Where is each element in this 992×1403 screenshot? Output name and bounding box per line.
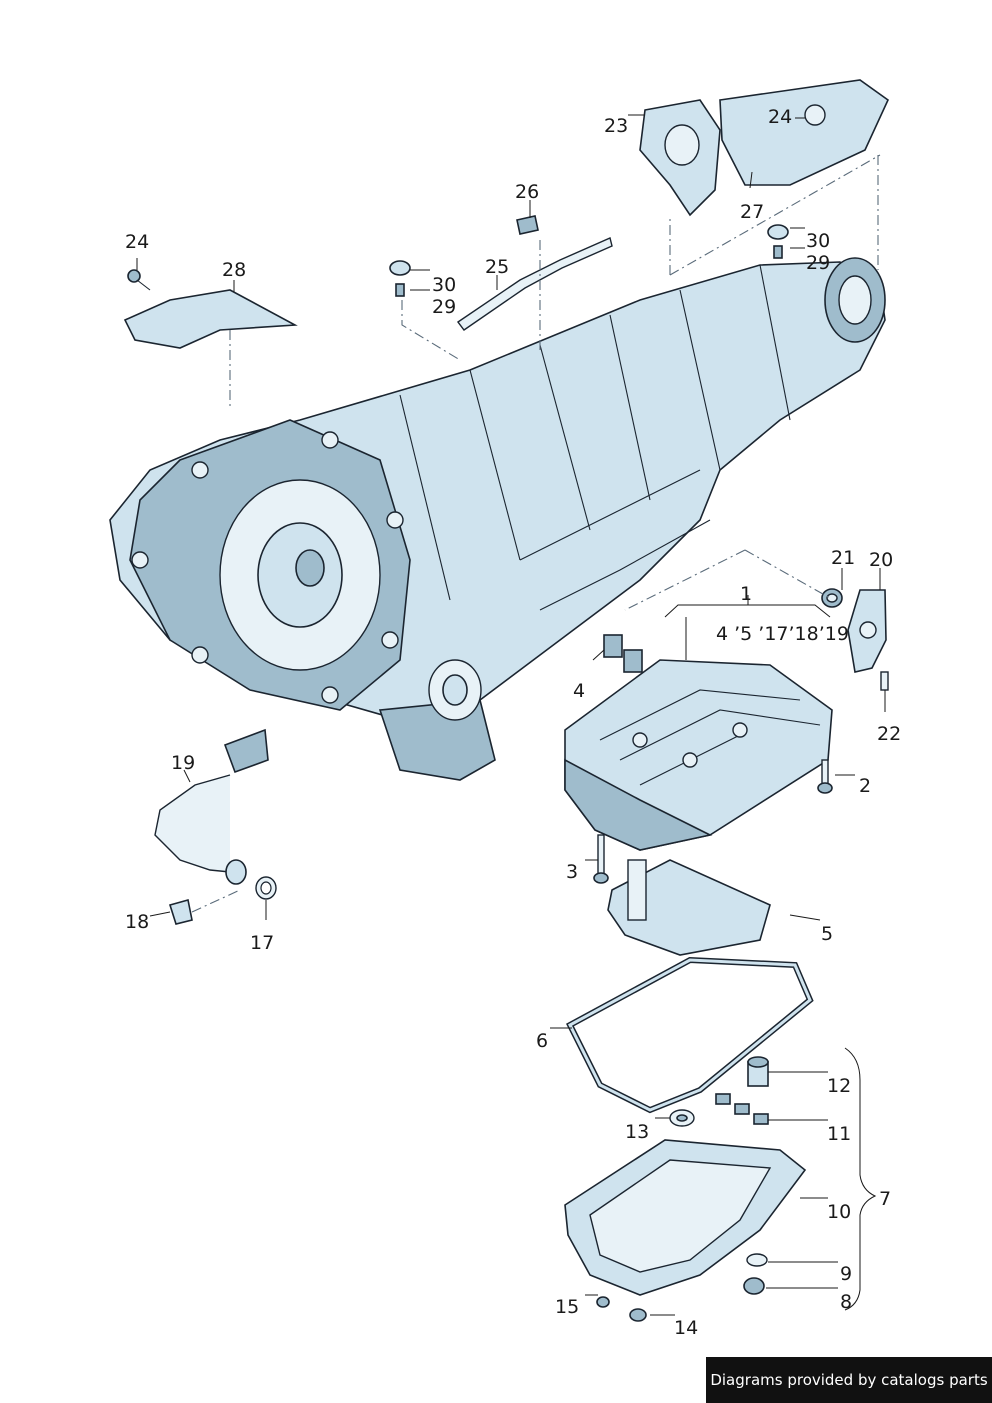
transmission-housing: [109, 257, 886, 781]
seal-13: [669, 1109, 695, 1127]
gasket-6: [566, 956, 814, 1114]
callout-12: 12: [827, 1075, 851, 1097]
selector-lever-20: [847, 589, 887, 673]
wiring-harness-19: [154, 728, 269, 885]
callout-19: 19: [171, 752, 195, 774]
callout-22: 22: [877, 723, 901, 745]
clip-18: [168, 898, 193, 925]
callout-labels: 23 24 27 24 28 26 25 30 29 30 29 21 20 2…: [125, 106, 901, 1339]
catalog-credit-text: Diagrams provided by catalogs parts: [710, 1371, 988, 1389]
transmission-mount-23: [639, 99, 721, 217]
callout-15: 15: [555, 1296, 579, 1318]
callout-30-right: 30: [806, 230, 830, 252]
mount-cover-27: [719, 79, 890, 186]
callout-18: 18: [125, 911, 149, 933]
callout-17: 17: [250, 932, 274, 954]
clip-26: [516, 215, 539, 235]
bolt-3: [593, 834, 609, 884]
connector-4: [603, 634, 643, 673]
callout-3: 3: [566, 861, 578, 883]
callout-26: 26: [515, 181, 539, 203]
callout-29-left: 29: [432, 296, 456, 318]
oil-pan-10: [564, 1139, 807, 1296]
callout-24-right: 24: [768, 106, 792, 128]
filter-5: [607, 859, 771, 956]
mechatronic-unit-1: [564, 659, 833, 851]
callout-29-right: 29: [806, 252, 830, 274]
callout-4: 4: [573, 680, 585, 702]
callout-24-left: 24: [125, 231, 149, 253]
callout-13: 13: [625, 1121, 649, 1143]
catalog-credit-banner: Diagrams provided by catalogs parts: [706, 1357, 992, 1403]
callout-5: 5: [821, 923, 833, 945]
callout-8: 8: [840, 1291, 852, 1313]
bolt-24-left: [127, 269, 151, 291]
leader-lines: [136, 114, 886, 1316]
callout-11: 11: [827, 1123, 851, 1145]
callout-1: 1: [740, 583, 752, 605]
callout-14: 14: [674, 1317, 698, 1339]
seal-21: [821, 588, 843, 608]
magnets-11: [715, 1093, 769, 1125]
pin-22: [880, 671, 889, 691]
ring-17: [255, 876, 277, 900]
callout-9: 9: [840, 1263, 852, 1285]
callout-7: 7: [879, 1188, 891, 1210]
callout-21: 21: [831, 547, 855, 569]
callout-28: 28: [222, 259, 246, 281]
callout-30-left: 30: [432, 274, 456, 296]
bolt-14-15: [596, 1296, 647, 1322]
callout-25: 25: [485, 256, 509, 278]
breather-pipe-25: [456, 237, 613, 331]
plug-12: [747, 1056, 769, 1087]
callout-27: 27: [740, 201, 764, 223]
callout-10: 10: [827, 1201, 851, 1223]
assembly-lines: [191, 154, 881, 913]
callout-6: 6: [536, 1030, 548, 1052]
callout-23: 23: [604, 115, 628, 137]
bolt-2: [817, 759, 833, 794]
callout-20: 20: [869, 549, 893, 571]
caps-and-bolts-29-30: [389, 224, 789, 297]
callout-2: 2: [859, 775, 871, 797]
callout-4-group: 4 ’5 ’17’18’19: [716, 623, 849, 645]
heat-shield-28: [123, 289, 298, 349]
drain-plug-8-9: [743, 1253, 768, 1295]
